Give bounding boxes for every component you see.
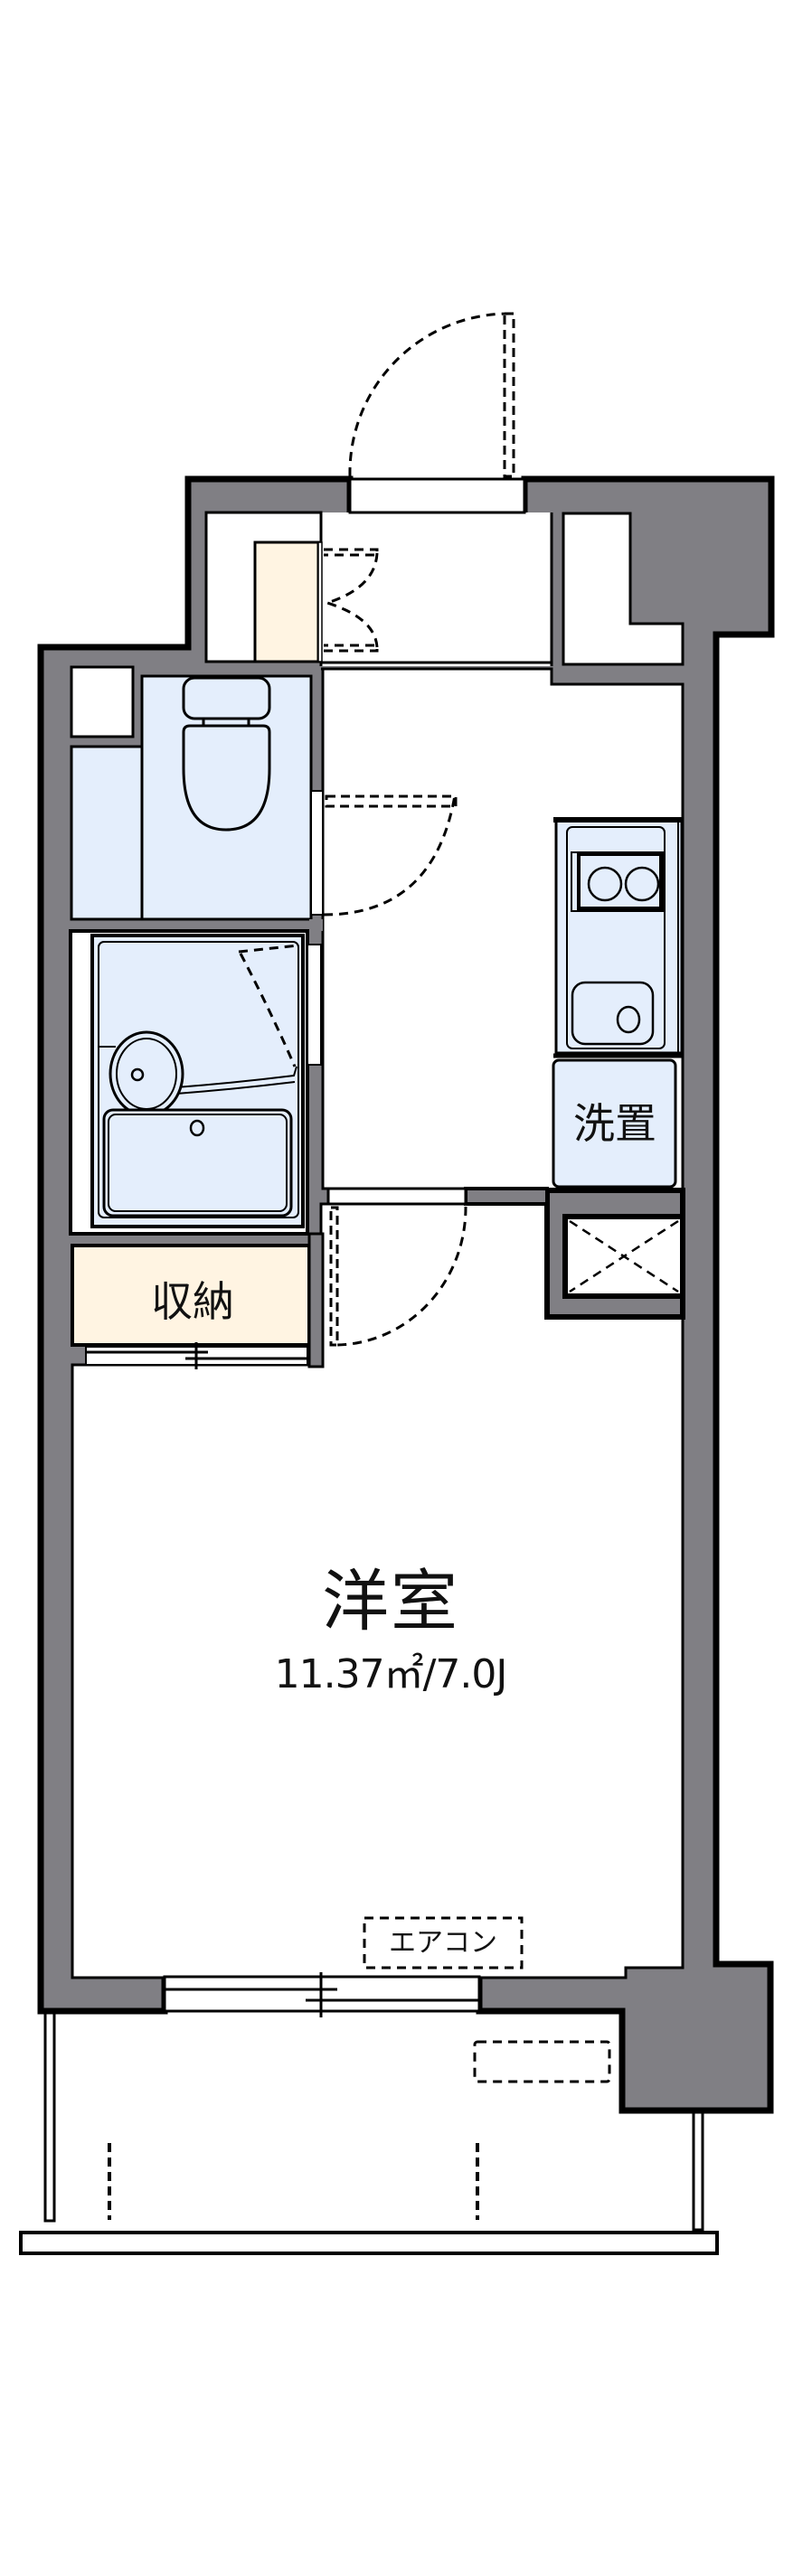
room-door: [326, 1187, 467, 1347]
small-storage: [70, 665, 135, 738]
toilet-tank-icon: [182, 676, 271, 720]
room-label-washer: 洗置: [573, 1099, 656, 1148]
storage-closet: [71, 1232, 325, 1369]
upper-closet: [562, 512, 685, 666]
sliding-window: [163, 1972, 481, 2017]
unit-bath: [69, 929, 322, 1236]
pipe-shaft: [544, 1188, 685, 1320]
balcony: [19, 2011, 719, 2255]
room-label-storage: 収納: [151, 1277, 234, 1326]
entrance: [253, 312, 526, 663]
sink-icon: [571, 981, 655, 1046]
toilet-bowl-icon: [182, 724, 271, 832]
air-conditioner-box: [363, 1916, 524, 1970]
outdoor-unit-box: [473, 2040, 611, 2083]
room-area-western: 11.37㎡/7.0J: [274, 1651, 508, 1697]
washer-space: [552, 1058, 677, 1189]
room-label-western: 洋室: [322, 1563, 459, 1641]
air-conditioner-label: エアコン: [389, 1927, 497, 1959]
stove-icon: [571, 851, 664, 912]
kitchen-counter: [553, 817, 684, 1058]
shoe-cabinet: [253, 541, 320, 663]
toilet-room: [70, 674, 458, 921]
